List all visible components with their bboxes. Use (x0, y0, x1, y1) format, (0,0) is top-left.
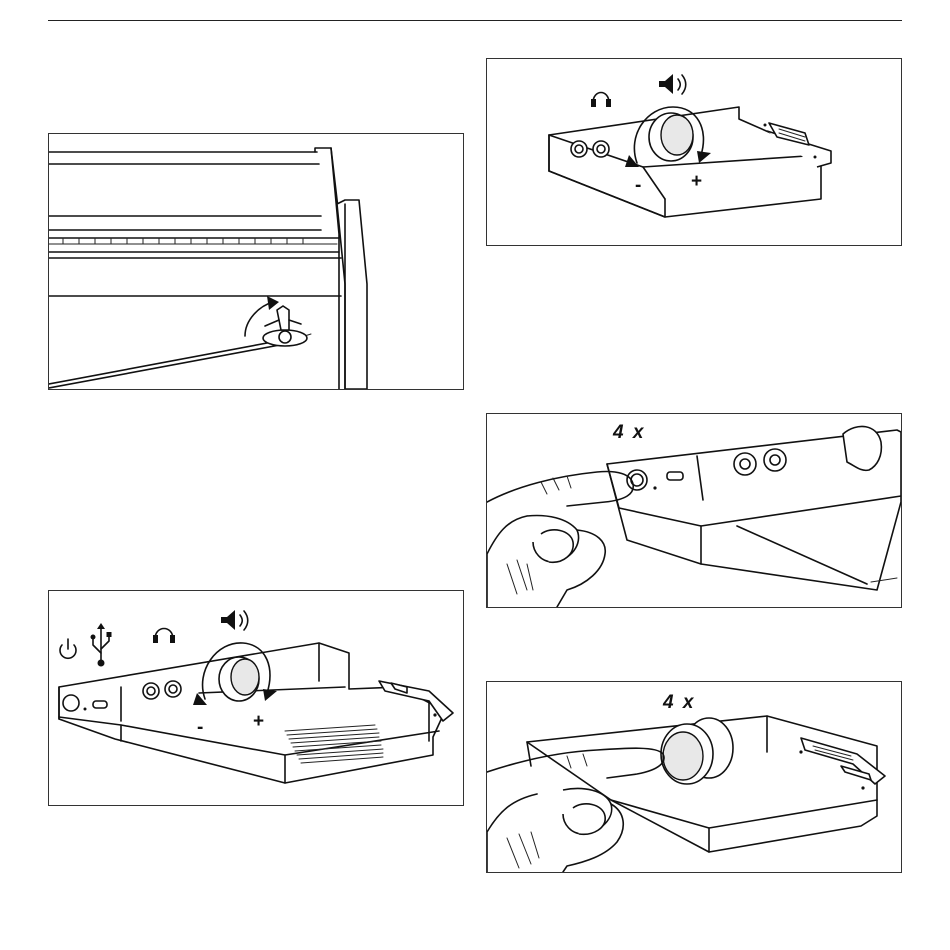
pedal-illustration-panel (48, 133, 464, 390)
speaker-volume-icon (659, 74, 686, 94)
controls-overview-panel: - + (48, 590, 464, 806)
press-knob-4x-panel: 4 x (486, 681, 902, 873)
volume-down-label: - (197, 717, 203, 739)
headphone-icon (153, 629, 175, 644)
speaker-volume-icon (221, 610, 248, 630)
volume-down-label: - (635, 175, 641, 197)
usb-icon (91, 623, 112, 667)
press-count-label: 4 x (613, 422, 645, 444)
controls-overview-illustration (49, 591, 463, 805)
volume-module-illustration (487, 59, 901, 245)
header-rule (48, 20, 902, 21)
volume-controls-panel: - + (486, 58, 902, 246)
press-button-illustration (487, 414, 901, 607)
power-icon (60, 639, 76, 658)
press-button-4x-panel: 4 x (486, 413, 902, 608)
headphone-icon (591, 93, 611, 108)
volume-up-label: + (691, 171, 702, 193)
volume-up-label: + (253, 711, 264, 733)
press-count-label: 4 x (663, 692, 695, 714)
pedal-illustration (49, 134, 463, 389)
